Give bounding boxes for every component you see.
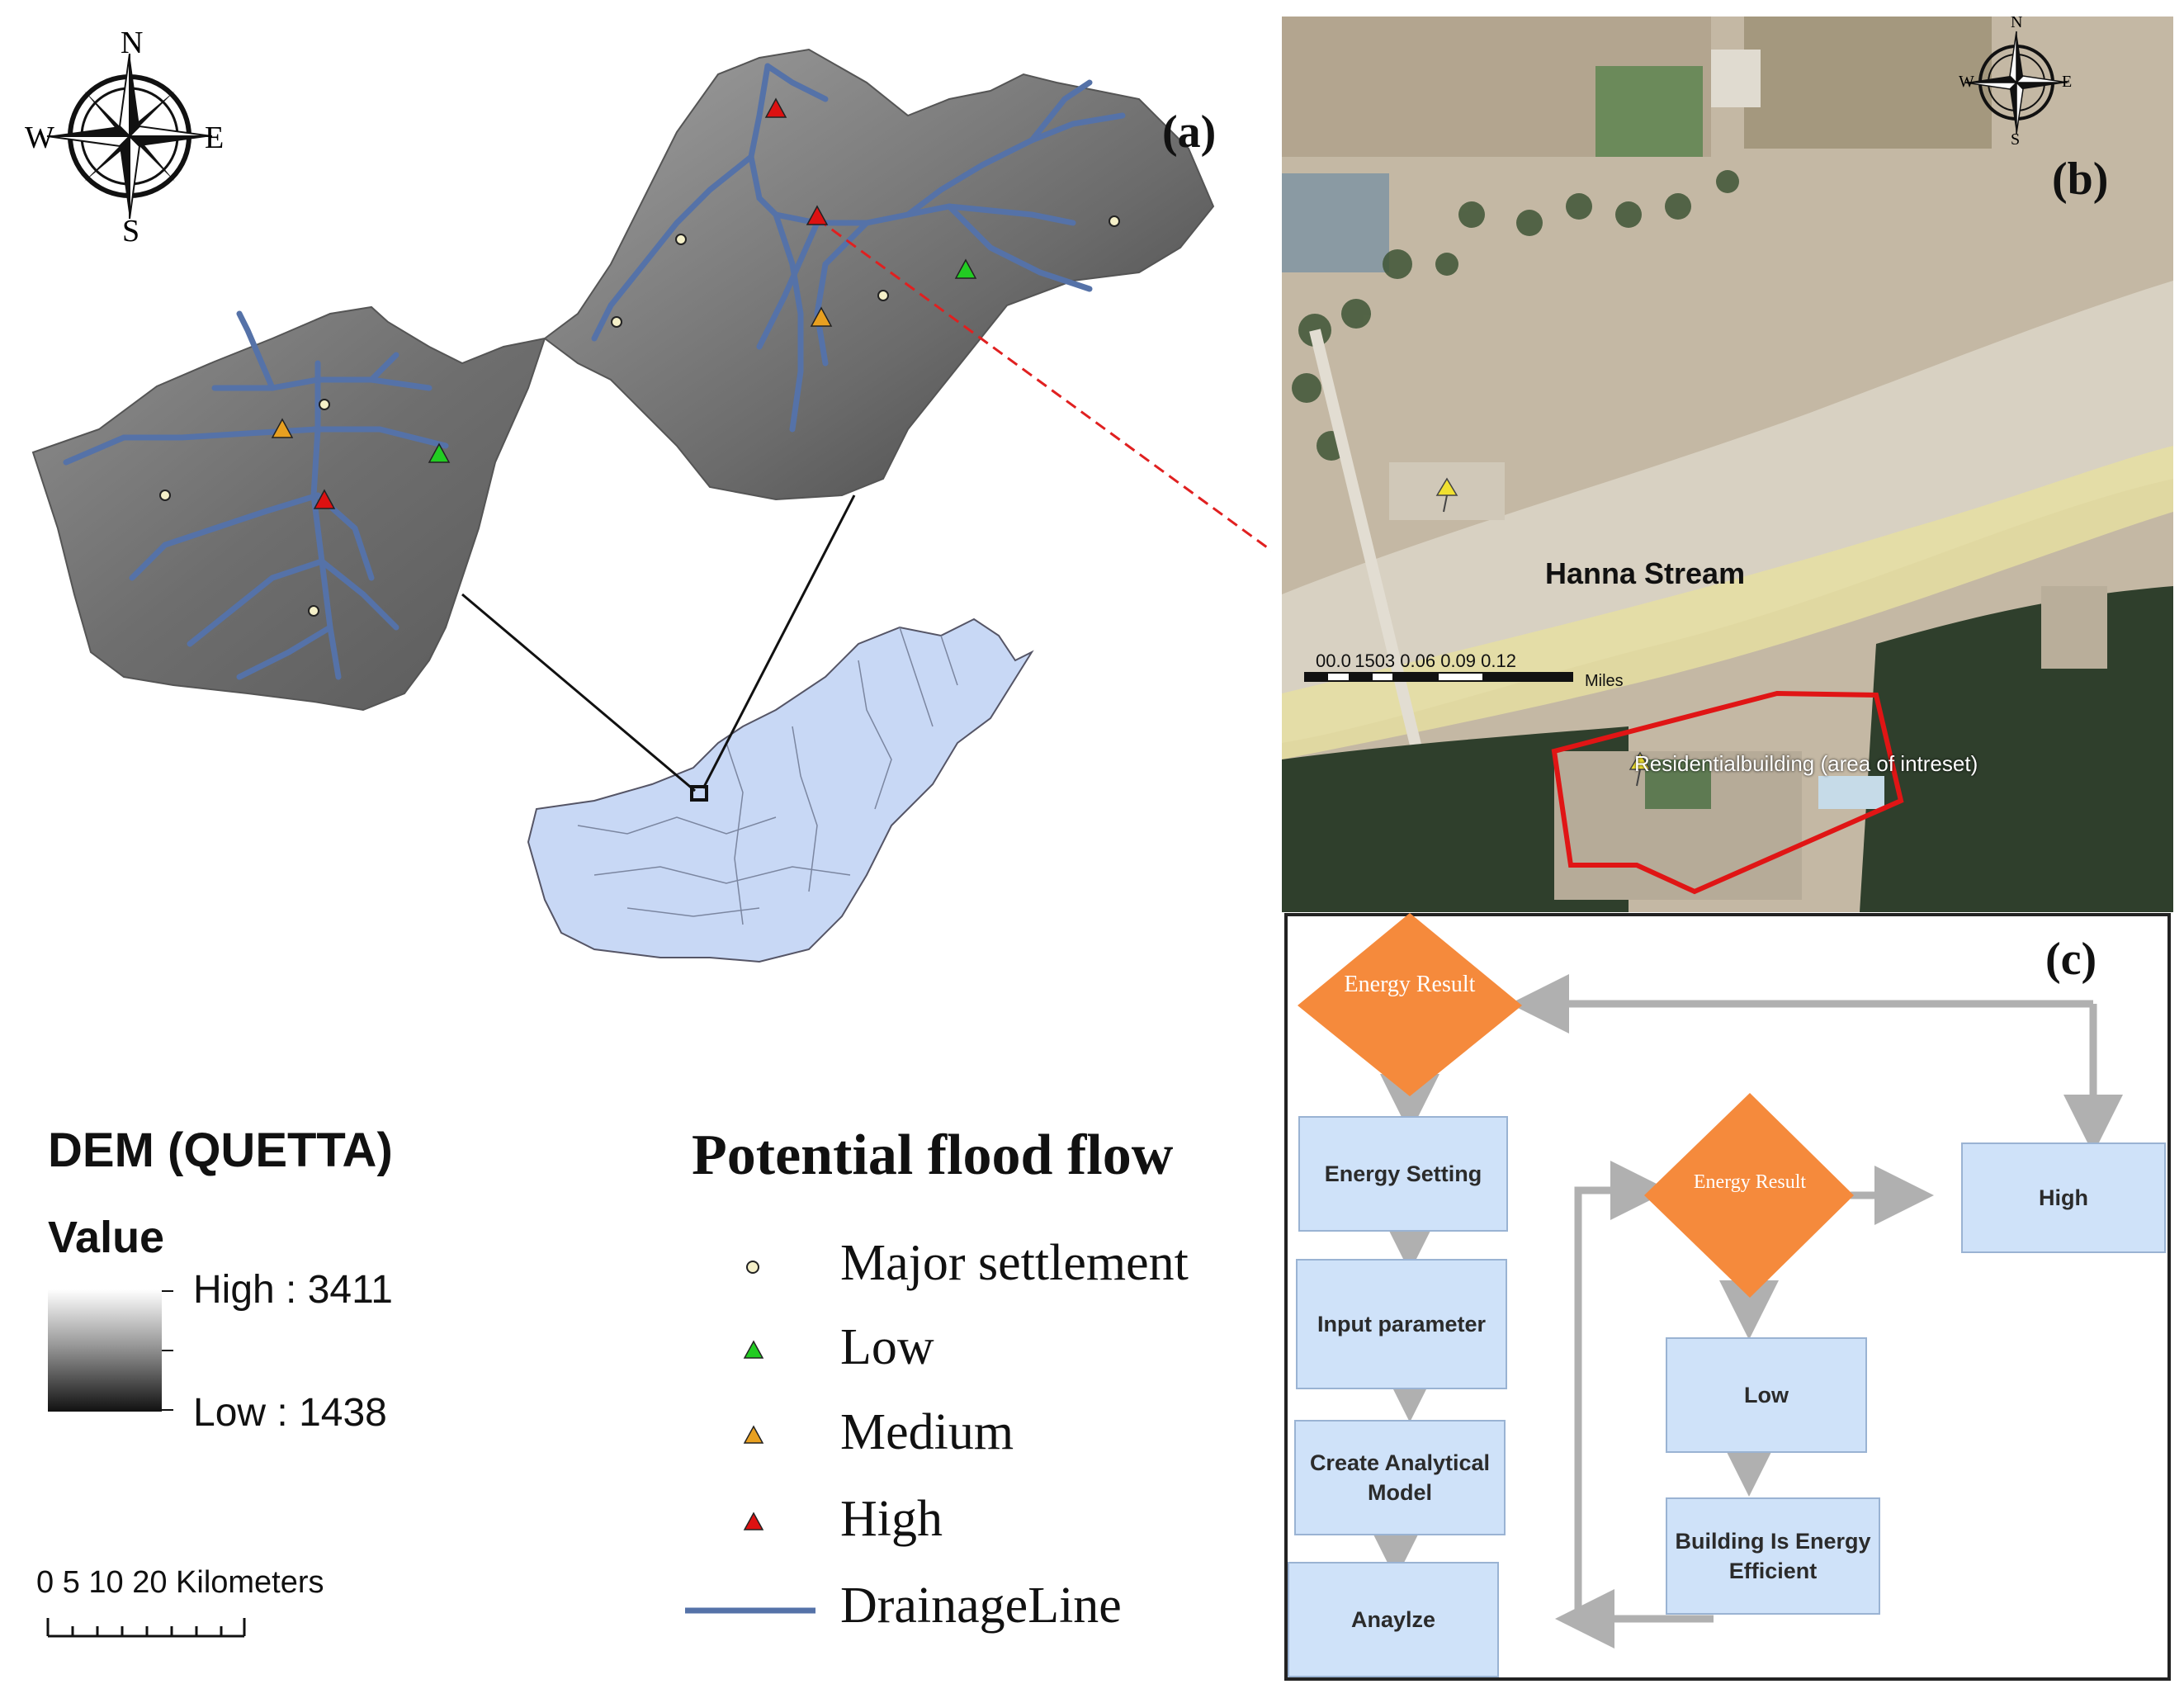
diamond-energy-result-mid [1644,1093,1854,1298]
compass-a-n: N [121,26,144,60]
box-create-model: Create Analytical Model [1294,1420,1506,1535]
dem-color-ramp [48,1289,162,1412]
dem-legend-high: High : 3411 [193,1268,393,1312]
flowchart-connectors [1298,913,2123,1649]
dem-legend-value-label: Value [48,1213,165,1262]
compass-a-s: S [122,214,140,248]
pakistan-district-lines [577,627,958,925]
box-input-parameter: Input parameter [1296,1259,1507,1389]
scale-bar [46,1618,246,1638]
drainage-lines-east [591,63,1126,433]
box-low: Low [1666,1337,1867,1453]
hanna-stream-label: Hanna Stream [1545,556,1746,590]
low-triangle-icon [743,1340,764,1359]
settlement-symbol-icon [746,1261,759,1274]
connector-west [461,593,696,792]
diamond-mid-text: Energy Result [1693,1171,1807,1193]
dem-legend-title: DEM (QUETTA) [48,1124,393,1177]
connector-red-dashed [816,217,1271,552]
dem-legend-low: Low : 1438 [193,1391,387,1435]
compass-b-n: N [2011,13,2023,31]
panel-label-c: (c) [2045,934,2097,985]
drainage-line-icon [685,1607,815,1614]
compass-b-s: S [2011,130,2021,149]
dem-ramp-ticks [162,1290,173,1411]
major-settlements [159,215,1120,617]
flood-points [271,97,977,509]
legend-label-medium: Medium [840,1404,1014,1460]
residential-building-label: Residentialbuilding (area of intreset) [1634,751,1978,776]
dem-west-district [31,305,546,712]
box-energy-efficient: Building Is Energy Efficient [1666,1497,1880,1615]
flood-legend-title: Potential flood flow [692,1124,1174,1187]
dem-east-district [543,48,1215,501]
box-energy-setting: Energy Setting [1298,1116,1508,1232]
compass-a-w: W [25,121,54,155]
compass-b-e: E [2062,73,2073,91]
satellite-scale-unit: Miles [1585,672,1624,690]
scale-bar-labels: 0 5 10 20 Kilometers [36,1565,324,1600]
compass-rose-a [46,53,213,220]
panel-label-a: (a) [1162,106,1217,158]
box-high: High [1961,1142,2166,1253]
diamond-energy-result-top [1298,913,1522,1096]
legend-label-low: Low [840,1319,934,1375]
panel-label-b: (b) [2052,154,2109,205]
compass-a-e: E [205,121,225,155]
dem-map [31,48,1271,963]
connector-east [702,494,856,789]
legend-label-high: High [840,1491,943,1547]
legend-label-drainage: DrainageLine [840,1578,1122,1634]
quetta-locator-box [690,785,708,802]
diamond-top-text: Energy Result [1344,972,1476,997]
high-triangle-icon [743,1511,764,1530]
medium-triangle-icon [743,1425,764,1444]
pushpin-icon [1435,477,1458,513]
satellite-image [1282,17,2173,912]
pakistan-map [527,617,1034,963]
legend-label-settlement: Major settlement [840,1235,1189,1291]
compass-b-w: W [1959,73,1974,91]
box-analyze: Anaylze [1288,1562,1499,1677]
satellite-scale-numbers: 00.0 1503 0.06 0.09 0.12 [1316,650,1516,671]
